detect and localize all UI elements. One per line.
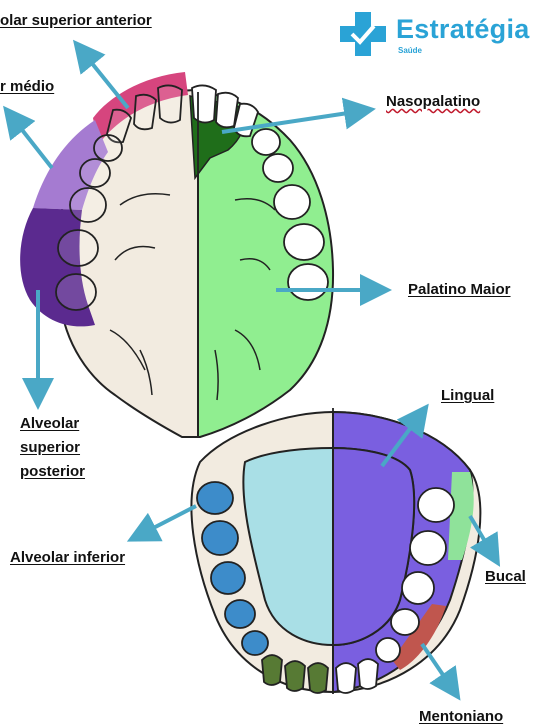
label-lingual: Lingual: [441, 387, 494, 404]
label-alveolar-inferior: Alveolar inferior: [10, 549, 125, 566]
label-alveolar-superior-posterior-line2: superior: [20, 436, 85, 460]
label-nasopalatino: Nasopalatino: [386, 93, 480, 110]
brand-name: Estratégia: [396, 14, 530, 45]
lower-arch: [191, 408, 480, 694]
estrategia-logo: Estratégia Saúde: [338, 10, 528, 60]
arrow-mentoniano: [422, 644, 456, 694]
brand-subtitle: Saúde: [398, 46, 422, 55]
label-mentoniano: Mentoniano: [419, 708, 503, 725]
arrow-alveolar-superior-anterior: [78, 46, 128, 108]
cross-icon: [338, 10, 388, 58]
arrow-alveolar-superior-medio: [8, 112, 52, 168]
arrow-alveolar-inferior: [134, 506, 196, 538]
label-alveolar-superior-posterior-line3: posterior: [20, 460, 85, 484]
label-bucal: Bucal: [485, 568, 526, 585]
label-alveolar-superior-anterior: olar superior anterior: [0, 12, 152, 29]
label-alveolar-superior-posterior-line1: Alveolar: [20, 412, 85, 436]
label-alveolar-superior-posterior: Alveolar superior posterior: [20, 412, 85, 484]
label-palatino-maior: Palatino Maior: [408, 281, 511, 298]
upper-arch: [20, 72, 333, 437]
label-alveolar-superior-medio: r médio: [0, 78, 54, 95]
